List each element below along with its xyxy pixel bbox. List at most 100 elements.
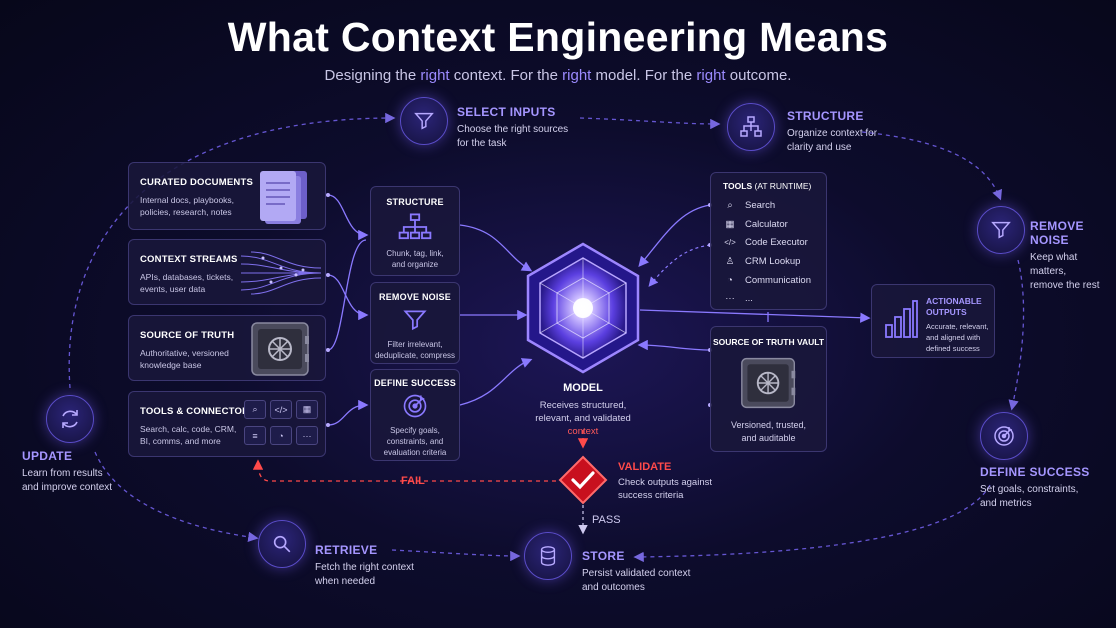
store-node <box>524 532 572 580</box>
structure-node <box>727 103 775 151</box>
tool-item-crm-lookup: ♙CRM Lookup <box>723 252 826 271</box>
user-icon: ♙ <box>725 255 735 267</box>
chat-icon: ◔ <box>727 274 733 286</box>
search-icon: ⌕ <box>727 199 733 211</box>
source-card-tools-connectors: TOOLS & CONNECTORS Search, calc, code, C… <box>128 391 326 457</box>
remove-noise-node <box>977 206 1025 254</box>
define-success-node <box>980 412 1028 460</box>
pass-label: PASS <box>592 514 621 526</box>
select-inputs-title: SELECT INPUTS <box>457 105 556 119</box>
model-desc: Receives structured,relevant, and valida… <box>535 400 631 437</box>
remove-noise-text: REMOVE NOISE Keep what matters,remove th… <box>1030 219 1116 293</box>
fail-label: FAIL <box>401 475 425 487</box>
tool-item-communication: ◔Communication <box>723 271 826 290</box>
calculator-icon: ▦ <box>296 400 318 419</box>
code-icon: </> <box>724 238 736 248</box>
remove-noise-desc: Keep what matters,remove the rest <box>1030 252 1100 291</box>
bar-chart-icon <box>885 300 918 338</box>
hierarchy-icon <box>740 116 762 137</box>
funnel-icon <box>403 310 427 331</box>
source-card-desc: APIs, databases, tickets,events, user da… <box>140 272 234 294</box>
process-card-desc: Filter irrelevant,deduplicate, compress <box>374 340 456 360</box>
define-success-title: DEFINE SUCCESS <box>980 465 1090 479</box>
model-hexagon <box>526 242 640 374</box>
vault-desc: Versioned, trusted,and auditable <box>730 420 807 443</box>
process-card-define-success: DEFINE SUCCESS Specify goals,constraints… <box>370 369 460 461</box>
chat-icon: ◔ <box>270 426 292 445</box>
source-card-desc: Internal docs, playbooks,policies, resea… <box>140 195 235 217</box>
database-icon: ≡ <box>244 426 266 445</box>
target-icon <box>994 426 1014 446</box>
retrieve-node <box>258 520 306 568</box>
model-text: MODEL Receives structured,relevant, and … <box>510 382 656 438</box>
source-card-desc: Search, calc, code, CRM,BI, comms, and m… <box>140 424 237 446</box>
store-title: STORE <box>582 549 625 563</box>
database-icon <box>540 546 556 566</box>
process-card-title: DEFINE SUCCESS <box>374 378 456 388</box>
target-icon <box>403 394 427 418</box>
structure-title: STRUCTURE <box>787 109 864 123</box>
search-icon: ⌕ <box>244 400 266 419</box>
source-card-title: CONTEXT STREAMS <box>140 254 238 265</box>
validate-diamond <box>558 455 608 505</box>
tool-item-search: ⌕Search <box>723 196 826 215</box>
tool-item-calculator: ▦Calculator <box>723 215 826 234</box>
search-icon <box>273 535 291 553</box>
model-title: MODEL <box>563 382 603 394</box>
funnel-icon <box>991 221 1011 239</box>
documents-icon <box>260 171 307 224</box>
page-title: What Context Engineering Means <box>227 14 889 60</box>
checkmark-icon <box>571 471 595 490</box>
more-icon: ··· <box>725 293 735 305</box>
select-inputs-node <box>400 97 448 145</box>
source-card-curated-documents: CURATED DOCUMENTS Internal docs, playboo… <box>128 162 326 230</box>
source-card-title: CURATED DOCUMENTS <box>140 177 253 188</box>
source-card-source-of-truth: SOURCE OF TRUTH Authoritative, versioned… <box>128 315 326 381</box>
tool-item-more: ···... <box>723 289 826 308</box>
calculator-icon: ▦ <box>725 218 735 230</box>
source-card-context-streams: CONTEXT STREAMS APIs, databases, tickets… <box>128 239 326 305</box>
process-card-title: REMOVE NOISE <box>379 292 451 302</box>
vault-title: SOURCE OF TRUTH VAULT <box>712 337 825 347</box>
refresh-icon <box>62 410 78 428</box>
update-title: UPDATE <box>22 449 73 463</box>
page-subtitle: Designing the right context. For the rig… <box>324 67 792 84</box>
process-card-desc: Chunk, tag, link,and organize <box>386 249 444 269</box>
vault-icon <box>251 322 309 376</box>
process-card-remove-noise: REMOVE NOISE Filter irrelevant,deduplica… <box>370 282 460 364</box>
source-card-title: TOOLS & CONNECTORS <box>140 406 256 417</box>
tools-runtime-card: TOOLS (AT RUNTIME) ⌕Search ▦Calculator <… <box>710 172 827 310</box>
vault-icon <box>740 357 795 409</box>
remove-noise-title: REMOVE NOISE <box>1030 219 1084 247</box>
source-card-title: SOURCE OF TRUTH <box>140 330 235 341</box>
retrieve-title: RETRIEVE <box>315 543 378 557</box>
validate-title: VALIDATE <box>618 461 672 473</box>
tool-item-code-executor: </>Code Executor <box>724 237 808 249</box>
process-card-title: STRUCTURE <box>386 197 444 207</box>
data-streams-icon <box>241 251 321 295</box>
code-icon: </> <box>270 400 292 419</box>
process-card-structure: STRUCTURE Chunk, tag, link,and organize <box>370 186 460 276</box>
hierarchy-icon <box>398 213 432 240</box>
define-success-desc: Set goals, constraints,and metrics <box>980 484 1079 509</box>
vault-card: SOURCE OF TRUTH VAULT Versioned, trusted… <box>710 326 827 452</box>
tools-runtime-title: TOOLS (AT RUNTIME) <box>723 181 812 191</box>
more-icon: ··· <box>296 426 318 445</box>
